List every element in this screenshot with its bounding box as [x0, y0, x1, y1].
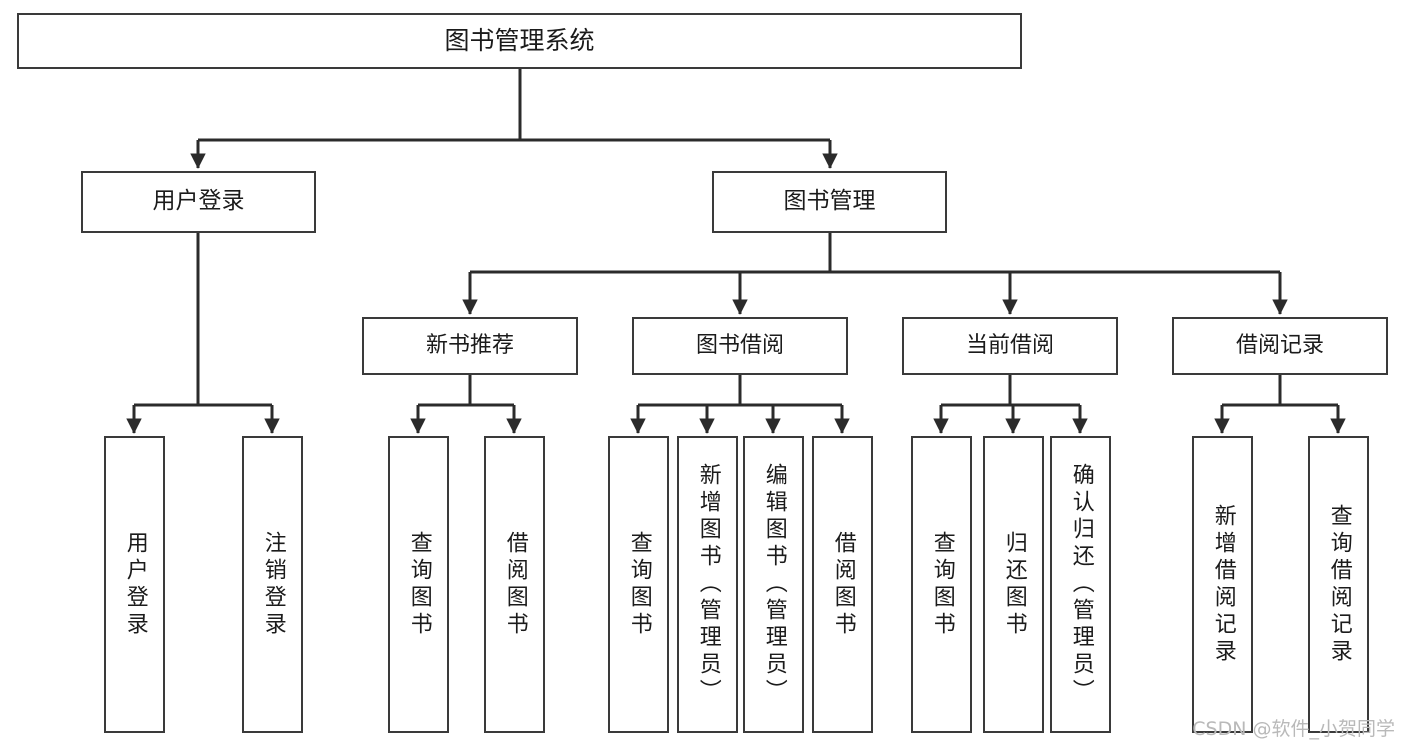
node-leaf-query-book-2[interactable]: 查询图书	[608, 436, 669, 733]
node-current-borrow[interactable]: 当前借阅	[902, 317, 1118, 375]
connectors-root-to-level1	[190, 69, 838, 169]
node-leaf-borrow-book-2[interactable]: 借阅图书	[812, 436, 873, 733]
node-leaf-edit-book[interactable]: 编辑图书（管理员）	[743, 436, 804, 733]
node-leaf-query-book-1[interactable]: 查询图书	[388, 436, 449, 733]
node-book-management[interactable]: 图书管理	[712, 171, 947, 233]
connectors-newbook-to-leaves	[410, 375, 522, 434]
node-leaf-query-record[interactable]: 查询借阅记录	[1308, 436, 1369, 733]
node-label: 借阅记录	[1235, 332, 1324, 358]
node-label: 查询图书	[406, 530, 432, 639]
node-user-login[interactable]: 用户登录	[81, 171, 316, 233]
node-borrow-record[interactable]: 借阅记录	[1172, 317, 1388, 375]
node-leaf-borrow-book-1[interactable]: 借阅图书	[484, 436, 545, 733]
node-label: 当前借阅	[965, 332, 1054, 358]
node-label: 查询图书	[929, 530, 955, 639]
node-label: 编辑图书（管理员）	[761, 463, 787, 706]
node-label: 查询图书	[626, 530, 652, 639]
node-leaf-user-login[interactable]: 用户登录	[104, 436, 165, 733]
node-label: 新增图书（管理员）	[695, 463, 721, 706]
node-label: 注销登录	[260, 530, 286, 639]
node-leaf-return-book[interactable]: 归还图书	[983, 436, 1044, 733]
node-label: 借阅图书	[830, 530, 856, 639]
connectors-bookmanagement-to-level2	[462, 233, 1288, 315]
connectors-currentborrow-to-leaves	[933, 375, 1088, 434]
node-label: 图书管理	[783, 188, 876, 215]
node-label: 归还图书	[1001, 530, 1027, 639]
node-book-borrow[interactable]: 图书借阅	[632, 317, 848, 375]
connectors-bookborrow-to-leaves	[630, 375, 850, 434]
node-label: 图书管理系统	[444, 26, 595, 56]
node-leaf-logout-login[interactable]: 注销登录	[242, 436, 303, 733]
node-label: 新增借阅记录	[1210, 503, 1236, 666]
node-label: 用户登录	[122, 530, 148, 639]
node-leaf-confirm-return[interactable]: 确认归还（管理员）	[1050, 436, 1111, 733]
node-label: 查询借阅记录	[1326, 503, 1352, 666]
node-label: 图书借阅	[695, 332, 784, 358]
node-new-book-recommend[interactable]: 新书推荐	[362, 317, 578, 375]
node-leaf-query-book-3[interactable]: 查询图书	[911, 436, 972, 733]
node-root-book-management-system[interactable]: 图书管理系统	[17, 13, 1022, 69]
connectors-userlogin-to-leaves	[126, 233, 280, 434]
connectors-borrowrecord-to-leaves	[1214, 375, 1346, 434]
node-label: 确认归还（管理员）	[1068, 463, 1094, 706]
node-label: 用户登录	[152, 188, 245, 215]
node-leaf-add-record[interactable]: 新增借阅记录	[1192, 436, 1253, 733]
node-label: 新书推荐	[425, 332, 514, 358]
node-leaf-add-book[interactable]: 新增图书（管理员）	[677, 436, 738, 733]
node-label: 借阅图书	[502, 530, 528, 639]
